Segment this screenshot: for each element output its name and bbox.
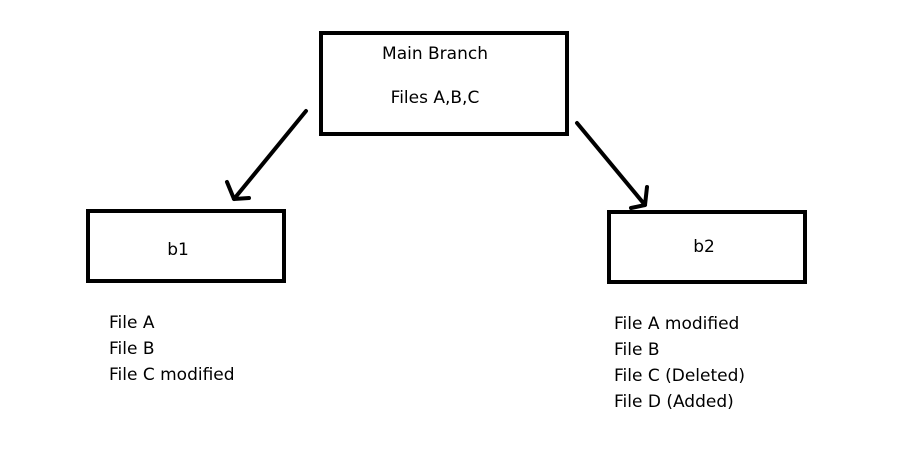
- branch-b1-box: [86, 209, 286, 283]
- arrow-to-b1: [225, 109, 308, 201]
- branch-b2-label: b2: [693, 237, 715, 257]
- list-item: File B: [109, 339, 155, 359]
- branch-b1-label: b1: [167, 240, 189, 260]
- arrow-to-b1-shaft: [232, 109, 308, 201]
- branch-b2-file-list: File A modified File B File C (Deleted) …: [614, 314, 745, 418]
- branch-b2-box: [607, 210, 807, 284]
- list-item: File C modified: [109, 365, 235, 385]
- main-branch-files: Files A,B,C: [390, 88, 480, 108]
- list-item: File C (Deleted): [614, 366, 746, 386]
- arrow-to-b2-shaft: [575, 121, 647, 207]
- arrow-to-b2-head: [629, 185, 649, 210]
- list-item: File D (Added): [614, 392, 734, 412]
- main-branch-box: [319, 31, 569, 136]
- list-item: File B: [614, 340, 660, 360]
- list-item: File A: [109, 313, 155, 333]
- branch-b1-file-list: File A File B File C modified: [109, 313, 235, 391]
- arrow-to-b2: [575, 121, 649, 210]
- list-item: File A modified: [614, 314, 740, 334]
- arrow-to-b1-head: [225, 180, 251, 201]
- main-branch-title: Main Branch: [382, 44, 488, 64]
